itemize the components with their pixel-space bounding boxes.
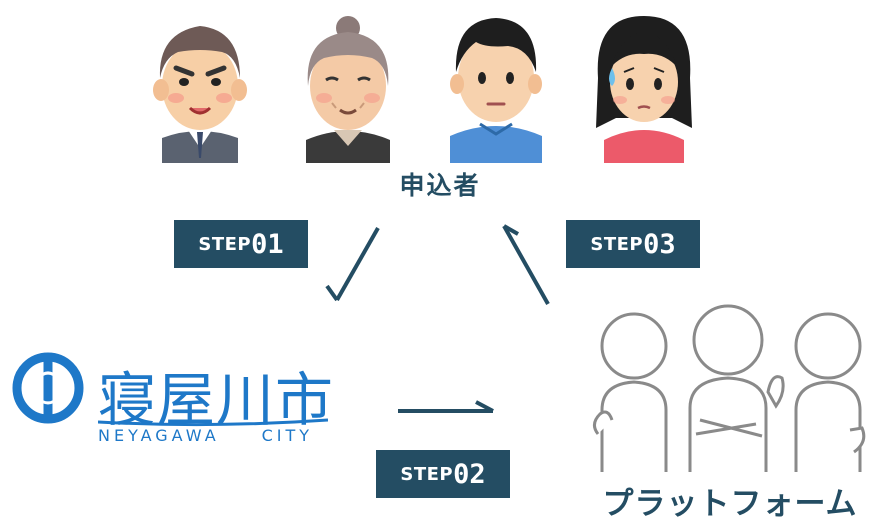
step-01-number: 01 (251, 228, 284, 260)
young-woman-icon (596, 16, 692, 163)
arrow-step02 (398, 400, 494, 413)
elderly-woman-icon (306, 16, 390, 163)
arrow-step01 (325, 227, 380, 302)
platform-label: プラットフォーム (602, 486, 858, 522)
city-emblem-icon (12, 352, 84, 424)
arrow-step03 (502, 224, 550, 305)
applicant-people (140, 8, 720, 163)
young-man-icon (450, 18, 542, 163)
applicants-illustration (153, 16, 692, 163)
step-03-prefix: STEP (590, 233, 644, 255)
step-01-prefix: STEP (198, 233, 252, 255)
applicant-label: 申込者 (399, 171, 481, 200)
step-02-prefix: STEP (400, 463, 454, 485)
step-03-number: 03 (643, 228, 676, 260)
neyagawa-city-emblem-icon (12, 352, 84, 424)
city-name-en: NEYAGAWA CITY (98, 426, 313, 445)
step-02-number: 02 (453, 458, 486, 490)
businessman-icon (153, 26, 247, 163)
platform-illustration (592, 302, 868, 472)
city-underline (98, 418, 328, 427)
group-of-people-outline-icon (593, 304, 866, 472)
